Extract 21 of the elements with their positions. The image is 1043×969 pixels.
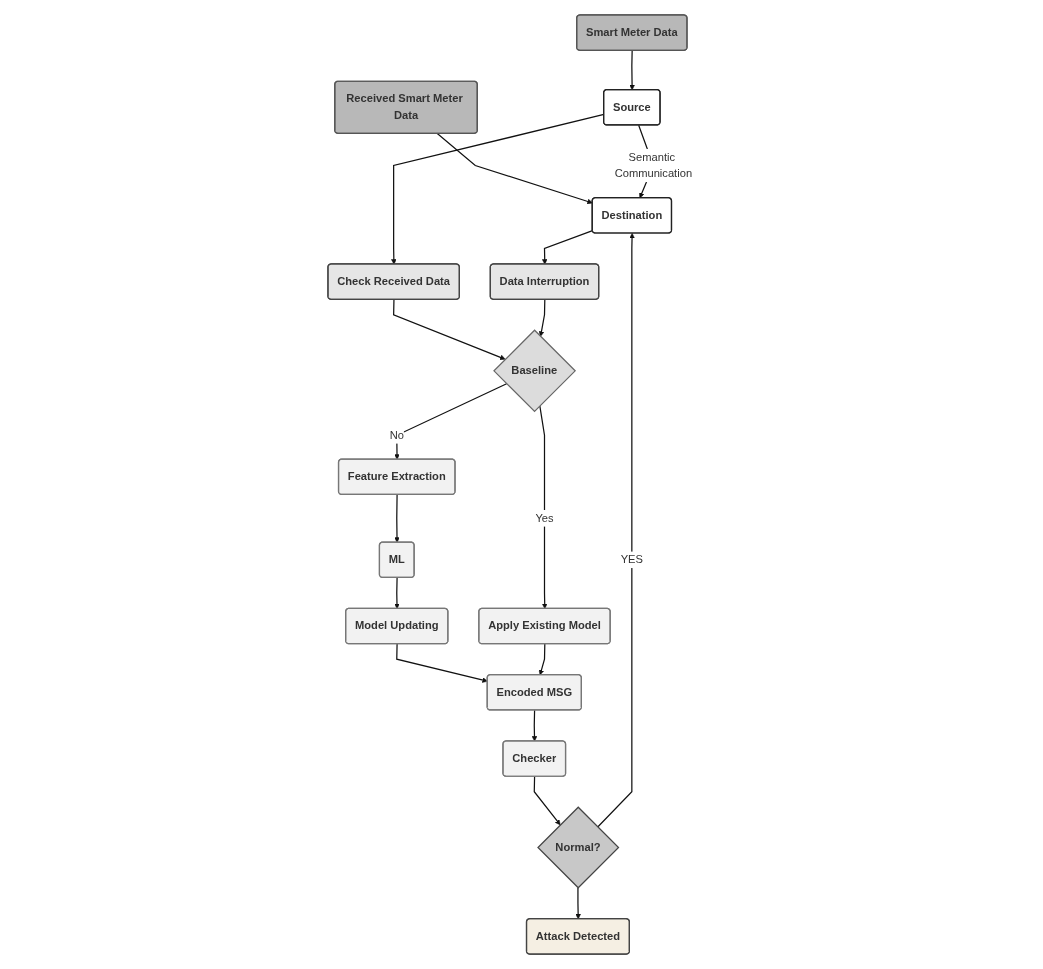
node-diamond: Normal?	[536, 806, 620, 889]
arrow	[392, 298, 506, 360]
arrow	[533, 775, 561, 826]
arrow	[436, 132, 593, 205]
node-diamond: Baseline	[492, 329, 576, 413]
arrow	[538, 643, 546, 676]
arrow	[538, 298, 546, 337]
arrow	[629, 49, 635, 91]
arrow	[531, 709, 538, 742]
arrow	[541, 230, 593, 265]
edge-label: Semantic Communication	[614, 150, 692, 180]
arrow	[394, 577, 400, 609]
arrow	[394, 383, 508, 460]
arrow	[575, 887, 581, 920]
arrow	[394, 494, 400, 543]
edge-label: No	[389, 428, 404, 442]
arrow	[396, 643, 488, 683]
arrow	[596, 233, 635, 828]
edge-label: YES	[620, 553, 643, 566]
arrow	[539, 405, 548, 609]
edge-label: Yes	[535, 511, 554, 525]
